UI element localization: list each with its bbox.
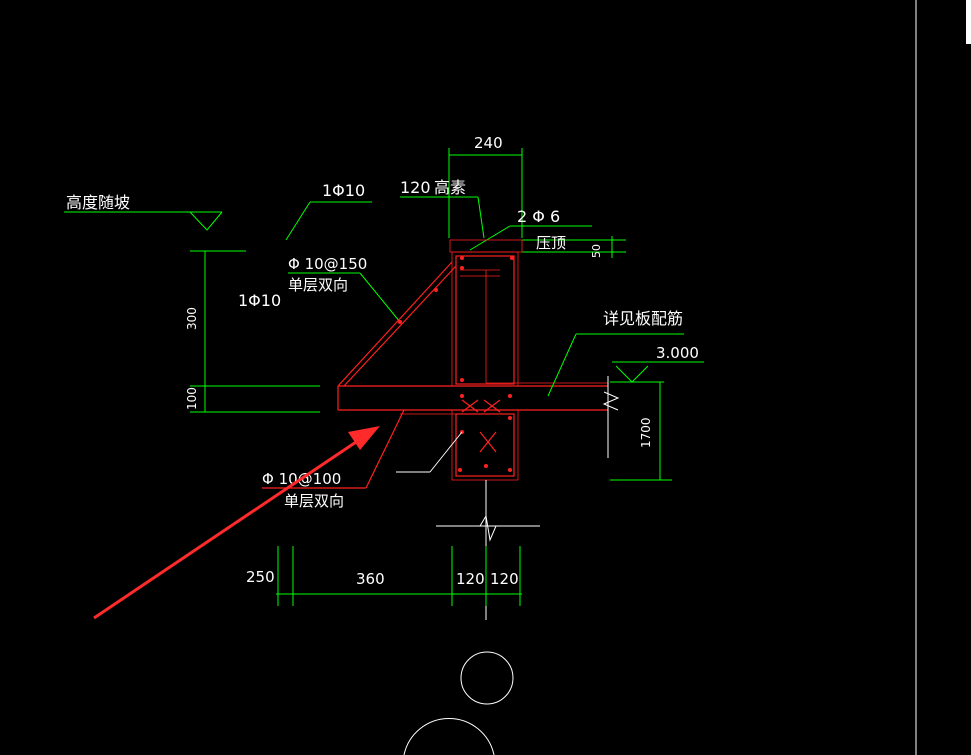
- annotation-arrow: [93, 426, 380, 620]
- dim-240-label: 240: [474, 134, 503, 152]
- rebar-phi10-150-group: Φ 10@150 单层双向: [288, 255, 401, 323]
- rebar-phi10-150-label: Φ 10@150: [288, 255, 367, 273]
- plate-rebar-label: 详见板配筋: [603, 309, 683, 328]
- dim-240-group: 240: [448, 134, 523, 238]
- dim-120-a-label: 120: [456, 570, 485, 588]
- dim-250-label: 250: [246, 568, 275, 586]
- slope-note-group: 高度随坡: [64, 193, 223, 231]
- rebar-120-label: 120: [400, 178, 431, 197]
- dim-100-label: 100: [185, 387, 199, 410]
- pressure-top-label: 压顶: [536, 234, 566, 252]
- rebar-120-group: 120 高素: [400, 178, 485, 239]
- dim-50-label: 50: [590, 244, 603, 258]
- dim-1700-label: 1700: [639, 417, 653, 448]
- axis-bubble-partial: [403, 718, 495, 755]
- rebar-2phi6-group: 2 Φ 6 压顶 50: [469, 207, 626, 258]
- axis-bubble: [460, 651, 514, 705]
- single-layer-1-label: 单层双向: [288, 276, 348, 294]
- centerline-group: [396, 431, 540, 620]
- elevation-group: 3.000: [610, 344, 704, 383]
- slab-break: [602, 376, 620, 458]
- dim-300-label: 300: [185, 307, 199, 330]
- plate-rebar-group: 详见板配筋: [547, 309, 684, 397]
- dim-1700-group: 1700: [610, 382, 672, 481]
- dim-360-label: 360: [356, 570, 385, 588]
- dim-left-group: 300 100: [185, 250, 320, 413]
- slope-note-label: 高度随坡: [66, 193, 130, 212]
- rebar-1phi10-top-label: 1Φ10: [322, 181, 365, 200]
- single-layer-2-label: 单层双向: [284, 492, 344, 510]
- height-note-label: 高素: [434, 178, 466, 197]
- panel-marker: [966, 0, 971, 44]
- dim-bottom-group: 250 360 120 120: [246, 546, 522, 606]
- rebar-structure: [337, 239, 608, 481]
- rebar-phi10-100-group: Φ 10@100 单层双向: [262, 409, 405, 510]
- rebar-2phi6-label: 2 Φ 6: [517, 207, 560, 226]
- rebar-1phi10-top-group: 1Φ10: [285, 181, 372, 241]
- elevation-label: 3.000: [656, 344, 699, 362]
- dim-120-b-label: 120: [490, 570, 519, 588]
- rebar-1phi10-mid-label: 1Φ10: [238, 291, 281, 310]
